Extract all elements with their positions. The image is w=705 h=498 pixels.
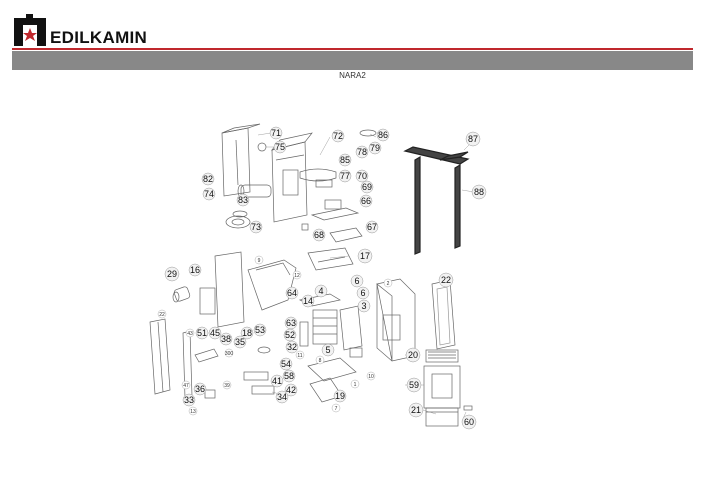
callout-41: 41 <box>272 376 282 386</box>
small-label-47: 47 <box>183 383 189 389</box>
edilkamin-logo-icon <box>14 14 46 46</box>
callout-34: 34 <box>277 392 287 402</box>
small-label-10: 10 <box>368 374 374 380</box>
pipe-29-drawing <box>172 286 191 303</box>
callout-83: 83 <box>238 195 248 205</box>
callout-86: 86 <box>378 130 388 140</box>
callout-6-upper: 6 <box>354 276 359 286</box>
small-label-43: 43 <box>187 331 193 337</box>
tray-67-drawing <box>329 227 363 243</box>
callout-64: 64 <box>287 288 297 298</box>
callout-33: 33 <box>184 395 194 405</box>
callout-22-right: 22 <box>441 275 451 285</box>
small-label-300: 300 <box>225 351 234 357</box>
callout-35: 35 <box>235 337 245 347</box>
small-label-9: 9 <box>258 258 261 264</box>
fan-unit-drawing <box>225 210 251 229</box>
callout-71: 71 <box>271 128 281 138</box>
callout-78: 78 <box>357 147 367 157</box>
callout-52: 52 <box>285 330 295 340</box>
header-bar <box>12 51 693 70</box>
callout-14: 14 <box>303 296 313 306</box>
callout-32: 32 <box>287 342 297 352</box>
callout-29: 29 <box>167 269 177 279</box>
callout-68: 68 <box>314 230 324 240</box>
callout-85: 85 <box>340 155 350 165</box>
callout-60: 60 <box>464 417 474 427</box>
side-cover-drawing <box>199 251 245 328</box>
small-label-39: 39 <box>224 383 230 389</box>
small-label-8: 8 <box>319 358 322 364</box>
hopper-drawing <box>247 259 297 311</box>
callout-16: 16 <box>190 265 200 275</box>
callout-88: 88 <box>474 187 484 197</box>
callout-54: 54 <box>281 359 291 369</box>
small-label-1: 1 <box>354 382 357 388</box>
callout-36: 36 <box>195 384 205 394</box>
callout-69: 69 <box>362 182 372 192</box>
callout-79: 79 <box>370 143 380 153</box>
callout-18: 18 <box>242 328 252 338</box>
left-glass-panel-drawing <box>149 318 171 395</box>
callout-51: 51 <box>197 328 207 338</box>
callout-63: 63 <box>286 318 296 328</box>
small-label-2: 2 <box>387 281 390 287</box>
bottom-cover-drawing <box>425 407 459 427</box>
callout-3: 3 <box>361 301 366 311</box>
header-rule <box>12 48 693 50</box>
callout-77: 77 <box>340 171 350 181</box>
callout-17: 17 <box>360 251 370 261</box>
callout-5: 5 <box>325 345 330 355</box>
brand-name: EDILKAMIN <box>50 28 148 47</box>
callout-75: 75 <box>275 142 285 152</box>
callout-45: 45 <box>210 328 220 338</box>
callout-20: 20 <box>408 350 418 360</box>
upper-side-panel-drawing <box>221 123 261 197</box>
front-door-drawing <box>423 365 461 409</box>
callout-66: 66 <box>361 196 371 206</box>
callout-73: 73 <box>251 222 261 232</box>
callout-72: 72 <box>333 131 343 141</box>
tray-66-drawing <box>310 199 360 221</box>
main-body-drawing <box>376 278 416 362</box>
callout-42: 42 <box>286 385 296 395</box>
front-grille-drawing <box>425 349 459 363</box>
plate-17-drawing <box>307 247 354 271</box>
right-side-panel-drawing <box>431 279 456 350</box>
small-label-12: 12 <box>294 273 300 279</box>
callout-74: 74 <box>204 189 214 199</box>
callout-38: 38 <box>221 334 231 344</box>
callout-58: 58 <box>284 371 294 381</box>
small-label-13: 13 <box>190 409 196 415</box>
small-label-22: 22 <box>159 312 165 318</box>
model-title: NARA2 <box>339 71 366 80</box>
small-label-11: 11 <box>297 353 302 359</box>
small-label-7: 7 <box>335 406 338 412</box>
base-tray-drawing <box>307 347 363 382</box>
callout-21: 21 <box>411 405 421 415</box>
callout-6-lower: 6 <box>360 288 365 298</box>
callout-70: 70 <box>357 171 367 181</box>
callout-82: 82 <box>203 174 213 184</box>
callout-4: 4 <box>318 286 323 296</box>
callout-59: 59 <box>409 380 419 390</box>
callout-19: 19 <box>335 391 345 401</box>
support-frame-drawing <box>403 146 470 255</box>
callout-87: 87 <box>468 134 478 144</box>
callout-67: 67 <box>367 222 377 232</box>
callout-53: 53 <box>255 325 265 335</box>
